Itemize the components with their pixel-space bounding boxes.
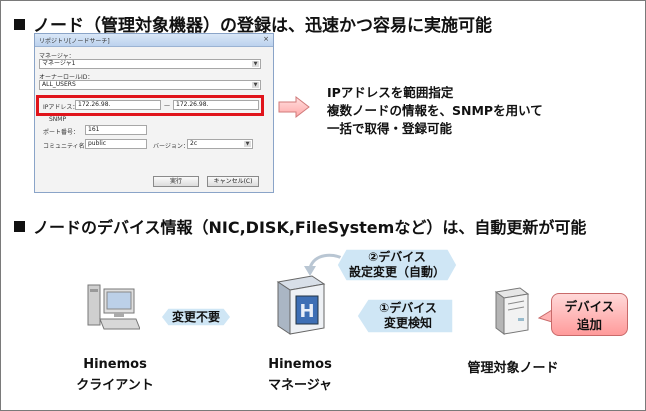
community-label: コミュニティ名： — [43, 143, 91, 150]
manager-server-icon: H — [276, 275, 326, 335]
manager-label: マネージャ： — [39, 53, 75, 60]
ip-from-input[interactable]: 172.26.98. — [75, 100, 161, 110]
chevron-down-icon: ▼ — [252, 82, 259, 88]
ip-to-value: 172.26.98. — [176, 101, 209, 108]
description-line-1: IPアドレスを範囲指定 — [327, 85, 454, 100]
description-line-3: 一括で取得・登録可能 — [327, 121, 453, 136]
node-search-dialog: リポジトリ[ノードサーチ] × マネージャ： マネージャ1 ▼ オーナーロールID… — [34, 33, 274, 193]
chevron-down-icon: ▼ — [244, 141, 251, 147]
chevron-down-icon: ▼ — [252, 61, 259, 67]
port-input[interactable]: 161 — [85, 125, 147, 135]
ip-range-separator: — — [164, 102, 170, 109]
svg-text:H: H — [299, 301, 314, 322]
port-label: ポート番号： — [43, 129, 80, 136]
no-change-label: 変更不要 — [171, 310, 220, 324]
callout-line-2: 追加 — [576, 317, 602, 332]
heading-text: ノード（管理対象機器）の登録は、迅速かつ容易に実施可能 — [33, 16, 492, 36]
owner-role-select[interactable]: ALL_USERS ▼ — [39, 80, 261, 90]
version-label: バージョン： — [153, 143, 189, 150]
manager-value: マネージャ1 — [42, 60, 76, 67]
client-label-1: Hinemos — [83, 357, 147, 372]
community-value: public — [88, 140, 107, 147]
dialog-titlebar: リポジトリ[ノードサーチ] × — [35, 34, 273, 47]
arrow-right-icon — [278, 96, 310, 118]
version-value: 2c — [190, 140, 198, 147]
client-label-2: クライアント — [76, 378, 154, 393]
dialog-title: リポジトリ[ノードサーチ] — [39, 38, 110, 45]
ip-range-highlight — [36, 95, 264, 116]
description-line-2: 複数ノードの情報を、SNMPを用いて — [327, 103, 543, 118]
section-heading-registration: ノード（管理対象機器）の登録は、迅速かつ容易に実施可能 — [14, 11, 492, 36]
manager-label-1: Hinemos — [268, 357, 332, 372]
device-added-callout: デバイス 追加 — [551, 293, 628, 336]
community-input[interactable]: public — [85, 139, 147, 149]
step1-arrow — [356, 298, 454, 334]
ip-address-label: IPアドレス： — [43, 104, 79, 111]
step2-pill — [336, 248, 458, 282]
step1-line-2: 変更検知 — [383, 316, 432, 330]
step2-line-2: 設定変更（自動） — [348, 265, 445, 279]
ip-to-input[interactable]: 172.26.98. — [173, 100, 259, 110]
client-pc-icon — [87, 284, 140, 330]
managed-node-label: 管理対象ノード — [467, 361, 559, 376]
port-value: 161 — [88, 126, 100, 133]
no-change-pill — [160, 307, 232, 327]
owner-role-value: ALL_USERS — [42, 81, 76, 88]
ip-from-value: 172.26.98. — [78, 101, 111, 108]
section-heading-auto-update: ノードのデバイス情報（NIC,DISK,FileSystemなど）は、自動更新が… — [14, 214, 586, 238]
step2-line-1: ②デバイス — [368, 250, 426, 264]
run-button[interactable]: 実行 — [153, 176, 199, 187]
manager-select[interactable]: マネージャ1 ▼ — [39, 59, 261, 69]
bullet-square-icon — [14, 221, 25, 232]
owner-role-label: オーナーロールID： — [39, 74, 94, 81]
snmp-group-label: SNMP — [49, 116, 67, 123]
managed-node-icon — [494, 287, 530, 335]
bullet-square-icon — [14, 19, 25, 30]
cancel-button[interactable]: キャンセル(C) — [207, 176, 259, 187]
manager-label-2: マネージャ — [267, 378, 333, 393]
version-select[interactable]: 2c ▼ — [187, 139, 253, 149]
close-icon[interactable]: × — [263, 35, 269, 43]
step1-line-1: ①デバイス — [379, 301, 437, 315]
callout-line-1: デバイス — [564, 299, 615, 314]
heading-text: ノードのデバイス情報（NIC,DISK,FileSystemなど）は、自動更新が… — [33, 218, 587, 237]
